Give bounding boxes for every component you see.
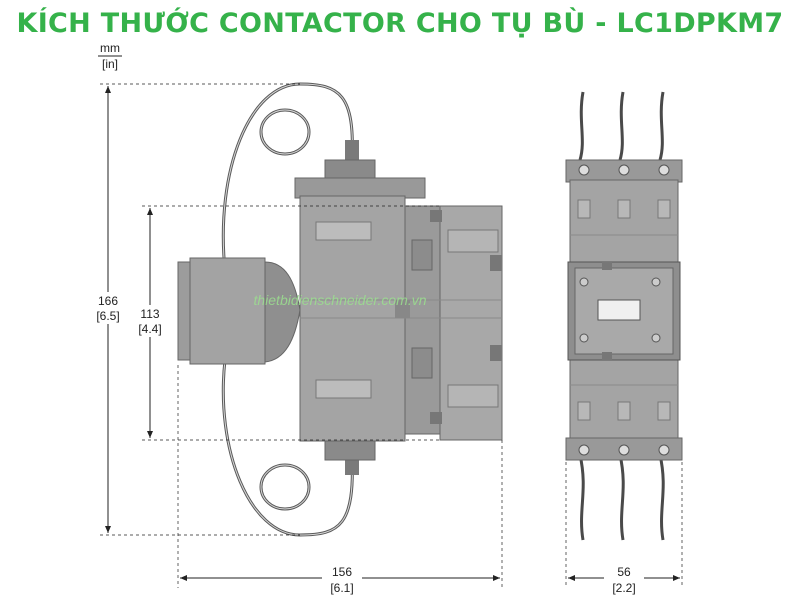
dim-height-body: 113 [4.4] [132, 205, 440, 441]
dim-height-total-in: [6.5] [96, 309, 119, 323]
dim-depth: 156 [6.1] [177, 365, 503, 595]
side-view [177, 82, 503, 537]
dim-depth-mm: 156 [332, 565, 352, 579]
dim-depth-in: [6.1] [330, 581, 353, 595]
page-title: KÍCH THƯỚC CONTACTOR CHO TỤ BÙ - LC1DPKM… [16, 8, 784, 39]
unit-mm: mm [100, 41, 120, 55]
dim-height-total: 166 [6.5] [90, 83, 300, 536]
dim-height-body-in: [4.4] [138, 322, 161, 336]
front-view [565, 91, 683, 541]
watermark-text: thietbidienschneider.com.vn [253, 292, 426, 308]
dim-width-mm: 56 [617, 565, 631, 579]
dim-width-in: [2.2] [612, 581, 635, 595]
dim-width: 56 [2.2] [565, 462, 683, 595]
unit-in: [in] [102, 57, 118, 71]
dim-height-body-mm: 113 [140, 307, 159, 321]
dim-height-total-mm: 166 [98, 294, 118, 308]
